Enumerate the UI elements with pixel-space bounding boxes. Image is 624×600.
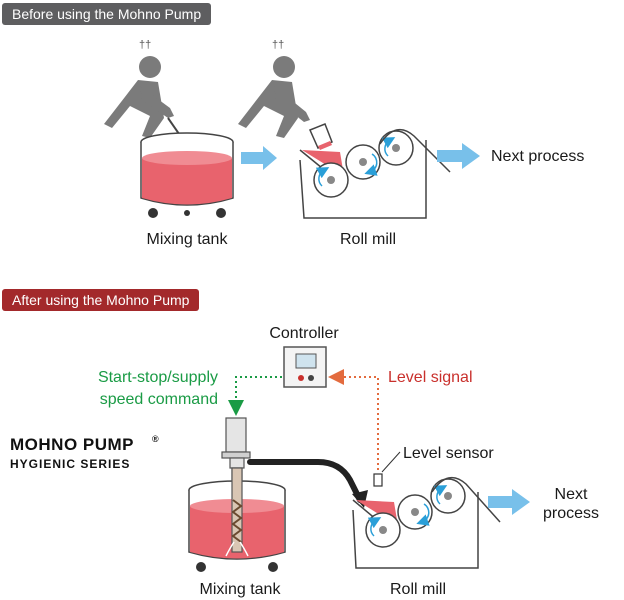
brand-logo: MOHNO PUMP ® HYGIENIC SERIES — [10, 434, 159, 471]
level-signal-label: Level signal — [388, 369, 473, 386]
worker-icon: †† — [238, 39, 310, 138]
controller-label: Controller — [269, 325, 339, 342]
worker-icon: †† — [104, 39, 174, 138]
flow-arrow-icon — [488, 489, 530, 515]
flow-arrow-icon — [241, 146, 277, 170]
command-signal-line — [228, 376, 282, 416]
level-signal-line — [328, 369, 379, 470]
svg-text:MOHNO PUMP: MOHNO PUMP — [10, 435, 134, 454]
roll-mill-label-after: Roll mill — [390, 581, 446, 598]
mixing-tank-label-before: Mixing tank — [147, 231, 229, 248]
roll-mill-after — [352, 476, 501, 569]
next-process-label-after-line2: process — [543, 505, 599, 522]
next-process-label-after-line1: Next — [555, 486, 588, 503]
mixing-tank-before — [140, 132, 234, 218]
next-process-label-before: Next process — [491, 148, 584, 165]
discharge-hose — [247, 459, 363, 503]
command-label-line2: speed command — [100, 391, 218, 408]
controller-box — [283, 346, 327, 388]
roll-mill-label-before: Roll mill — [340, 231, 396, 248]
command-label-line1: Start-stop/supply — [98, 369, 218, 386]
flow-arrow-icon — [437, 143, 480, 169]
svg-text:††: †† — [139, 39, 151, 51]
after-section-badge: After using the Mohno Pump — [2, 289, 200, 311]
level-sensor-icon — [373, 473, 383, 487]
level-sensor-label: Level sensor — [403, 445, 494, 462]
svg-text:HYGIENIC SERIES: HYGIENIC SERIES — [10, 457, 130, 471]
roll-mill-before — [299, 128, 451, 219]
svg-text:®: ® — [152, 434, 159, 444]
mixing-tank-after — [188, 467, 286, 572]
svg-text:††: †† — [272, 39, 284, 51]
before-section-badge: Before using the Mohno Pump — [2, 3, 212, 25]
mixing-tank-label-after: Mixing tank — [200, 581, 282, 598]
